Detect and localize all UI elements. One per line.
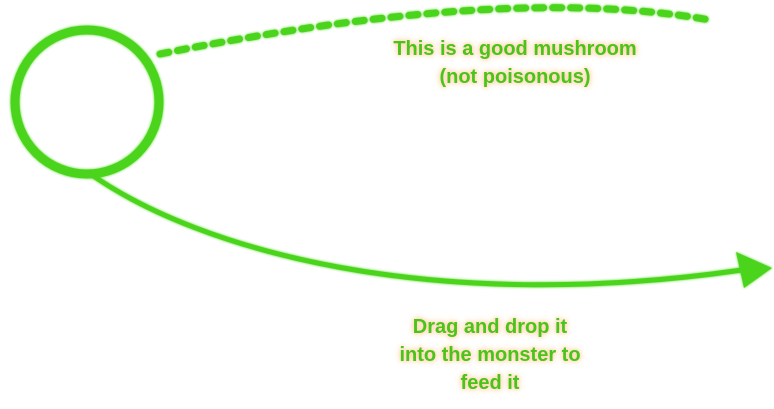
arrowhead-icon <box>736 252 772 288</box>
mushroom-hint-line1: This is a good mushroom <box>393 38 637 60</box>
dotted-pointer-line <box>156 4 714 58</box>
mushroom-hint-line2: (not poisonous) <box>439 66 591 88</box>
drag-hint-line1: Drag and drop it <box>412 316 568 338</box>
mushroom-hint: This is a good mushroom (not poisonous) <box>330 35 700 91</box>
drag-hint: Drag and drop it into the monster to fee… <box>340 313 640 397</box>
drag-hint-line2: into the monster to <box>399 344 581 366</box>
curved-arrow-icon <box>89 172 745 288</box>
circle-highlight-icon <box>10 25 164 179</box>
drag-hint-line3: feed it <box>460 372 520 394</box>
